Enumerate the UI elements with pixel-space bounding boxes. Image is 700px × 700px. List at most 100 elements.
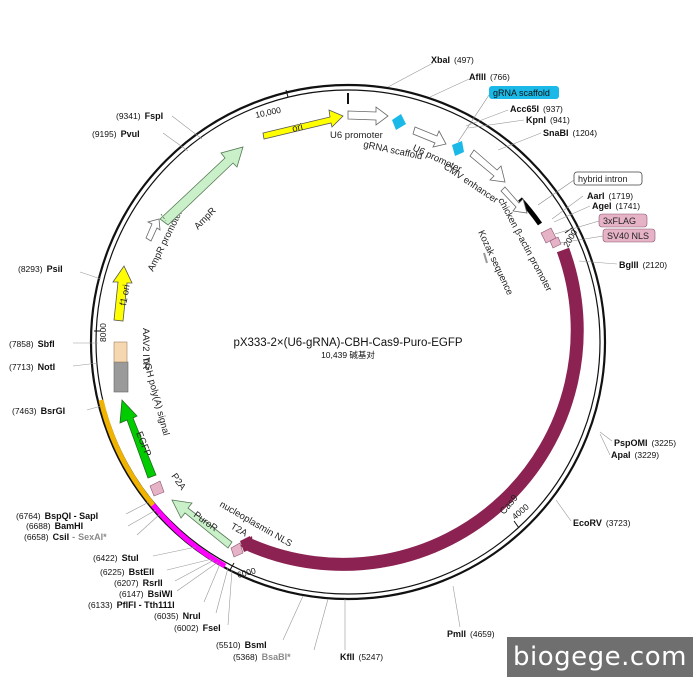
magenta-backbone-segment xyxy=(151,503,227,569)
flag-leader xyxy=(554,220,600,235)
site-leader xyxy=(72,362,99,367)
u6-promoter-1-arrow xyxy=(347,106,389,126)
site-leader xyxy=(387,62,434,88)
site-leader xyxy=(578,260,618,265)
nucleoplasmin-nls-marker xyxy=(240,536,254,552)
site-leader xyxy=(79,271,102,280)
site-label-agei: AgeI(1741) xyxy=(592,201,640,211)
site-label-ecorv: EcoRV(3723) xyxy=(573,518,631,528)
tick-label-6000: 6000 xyxy=(236,565,257,580)
site-label-rsrii: (6207)RsrII xyxy=(114,578,163,588)
site-label-bsiwi: (6147)BsiWI xyxy=(119,589,173,599)
hybrid-intron-leader xyxy=(537,179,575,206)
site-leader xyxy=(174,559,215,582)
grna-scaffold-box xyxy=(489,86,559,99)
site-label-xbai: XbaI(497) xyxy=(431,55,474,65)
site-label-bsabi: (5368)BsaBI* xyxy=(233,652,291,662)
bgh-polya-block xyxy=(113,361,129,393)
p2a-label: P2A xyxy=(169,471,189,493)
grna-scaffold-leader xyxy=(457,94,490,143)
site-label-snabi: SnaBI(1204) xyxy=(543,128,597,138)
hybrid-intron-box xyxy=(573,171,643,186)
ori-arrow xyxy=(262,109,344,140)
site-label-psii: (8293)PsiI xyxy=(18,264,63,274)
chicken-actin-arrow xyxy=(500,186,528,214)
backbone-inner-circle xyxy=(95,89,601,595)
plasmid-size: 10,439 碱基对 xyxy=(321,350,375,360)
site-leader xyxy=(127,509,157,527)
site-leader xyxy=(86,405,102,411)
site-label-fsei: (6002)FseI xyxy=(174,623,221,633)
aav2-itr-label: AAV2 ITR xyxy=(140,328,151,370)
t2a-marker xyxy=(230,542,244,558)
ampr-divider xyxy=(160,213,167,222)
sv40-leader xyxy=(559,235,604,244)
f1-ori-label: f1 ori xyxy=(118,284,133,307)
site-leader xyxy=(553,205,591,223)
site-label-acc65i: Acc65I(937) xyxy=(510,104,563,114)
tick-mark xyxy=(564,227,573,234)
site-label-bspqi: (6764)BspQI - SapI xyxy=(16,511,98,521)
plasmid-title: pX333-2×(U6-gRNA)-CBH-Cas9-Puro-EGFP xyxy=(233,337,462,349)
kozak-label: Kozak sequence xyxy=(475,229,515,297)
tick-mark xyxy=(229,562,235,571)
flag-label: 3xFLAG xyxy=(603,216,636,226)
kozak-marker xyxy=(483,252,488,264)
flag-box xyxy=(598,213,648,228)
site-leader xyxy=(313,598,329,651)
site-label-bsmi: (5510)BsmI xyxy=(216,640,267,650)
orange-backbone-segment xyxy=(98,399,155,507)
site-leader xyxy=(465,109,509,127)
site-leader xyxy=(452,585,461,628)
site-label-aari: AarI(1719) xyxy=(587,191,633,201)
site-leader xyxy=(599,431,613,442)
site-label-pvui: (9195)PvuI xyxy=(92,129,140,139)
site-leader xyxy=(136,513,161,536)
f1-ori-arrow xyxy=(112,265,133,322)
site-label-noti: (7713)NotI xyxy=(9,362,55,372)
site-label-bsrgi: (7463)BsrGI xyxy=(12,406,65,416)
site-leader xyxy=(551,195,584,220)
site-leader xyxy=(227,569,233,626)
site-leader xyxy=(152,546,197,557)
site-label-kfli: KflI(5247) xyxy=(340,652,383,662)
backbone-outer-circle xyxy=(89,83,607,601)
site-label-pspomi: PspOMI(3225) xyxy=(614,438,676,448)
site-label-fspi: (9341)FspI xyxy=(116,111,163,121)
tick-mark xyxy=(285,89,289,98)
tick-mark xyxy=(513,520,520,529)
hybrid-intron-segment xyxy=(518,197,543,226)
site-leader xyxy=(215,567,229,614)
sv40-nls-label: SV40 NLS xyxy=(607,231,649,241)
tick-label-8000: 8000 xyxy=(98,323,108,342)
grna-scaffold-2-marker xyxy=(452,141,464,156)
sv40-nls-marker xyxy=(549,236,562,249)
site-label-stui: (6422)StuI xyxy=(93,553,139,563)
site-leader xyxy=(203,563,221,603)
site-label-pmli: PmlI(4659) xyxy=(447,629,495,639)
cmv-enhancer-arrow xyxy=(469,149,506,183)
site-leader xyxy=(176,561,219,592)
site-leader xyxy=(171,115,203,140)
site-leader xyxy=(125,501,150,515)
site-label-aflii: AflII(766) xyxy=(469,72,510,82)
puror-arrow xyxy=(171,499,233,549)
site-leader xyxy=(282,595,304,641)
ampr-promoter-arrow xyxy=(145,218,161,242)
site-leader xyxy=(497,132,542,151)
site-label-sbfi: (7858)SbfI xyxy=(9,339,55,349)
grna-scaffold-box-label: gRNA scaffold xyxy=(493,88,550,98)
cas9-arc xyxy=(247,247,584,571)
site-label-apai: ApaI(3229) xyxy=(611,450,659,460)
p2a-marker xyxy=(149,480,165,497)
u6-promoter-1-label: U6 promoter xyxy=(330,130,383,141)
egfp-arrow xyxy=(119,399,157,479)
site-label-bglii: BglII(2120) xyxy=(619,260,667,270)
site-leader xyxy=(555,499,572,522)
site-leader xyxy=(467,119,525,129)
site-leader xyxy=(166,558,213,571)
site-leader xyxy=(429,78,470,98)
site-label-bamhi: (6688)BamHI xyxy=(26,521,83,531)
site-label-nrui: (6035)NruI xyxy=(154,611,201,621)
ampr-arrow xyxy=(159,146,244,226)
